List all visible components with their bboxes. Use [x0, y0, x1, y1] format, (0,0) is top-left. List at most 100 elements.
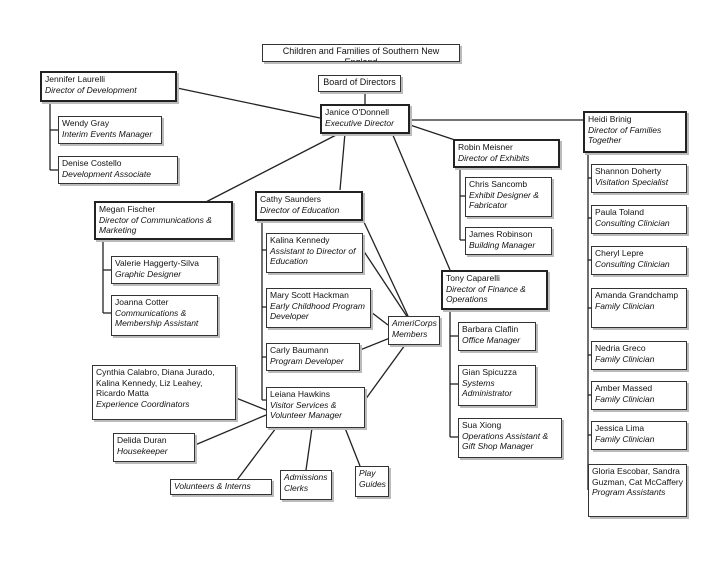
node-name: Cynthia Calabro, Diana Jurado, Kalina Ke…	[96, 367, 215, 398]
node-gray: Wendy Gray Interim Events Manager	[58, 116, 162, 144]
node-title: Visitation Specialist	[595, 176, 669, 187]
node-name: Chris Sancomb	[469, 179, 528, 189]
node-admissions: Admissions Clerks	[280, 470, 332, 500]
node-name: Delida Duran	[117, 435, 167, 445]
node-costello: Denise Costello Development Associate	[58, 156, 178, 184]
node-meisner: Robin Meisner Director of Exhibits	[453, 139, 560, 168]
node-duran: Delida Duran Housekeeper	[113, 433, 195, 462]
node-kennedy: Kalina Kennedy Assistant to Director of …	[266, 233, 363, 273]
node-name: Carly Baumann	[270, 345, 329, 355]
node-play: Play Guides	[355, 466, 389, 497]
node-title: Family Clinician	[595, 393, 655, 404]
node-brinig: Heidi Brinig Director of Families Togeth…	[583, 111, 687, 153]
node-title: AmeriCorps Members	[392, 318, 437, 339]
node-xiong: Sua Xiong Operations Assistant & Gift Sh…	[458, 418, 562, 458]
node-name: Leiana Hawkins	[270, 389, 331, 399]
node-sancomb: Chris Sancomb Exhibit Designer & Fabrica…	[465, 177, 552, 217]
node-title: Development Associate	[62, 168, 151, 179]
node-spicuzza: Gian Spicuzza Systems Administrator	[458, 365, 536, 406]
node-title: Experience Coordinators	[96, 398, 190, 409]
connector	[370, 311, 389, 326]
node-name: Paula Toland	[595, 207, 644, 217]
node-title: Systems Administrator	[462, 377, 513, 399]
node-name: Amber Massed	[595, 383, 653, 393]
node-name: Wendy Gray	[62, 118, 110, 128]
node-title: Family Clinician	[595, 300, 655, 311]
node-lepre: Cheryl Lepre Consulting Clinician	[591, 246, 687, 275]
node-odonnell: Janice O'Donnell Executive Director	[320, 104, 410, 134]
node-hawkins: Leiana Hawkins Visitor Services & Volunt…	[266, 387, 365, 428]
node-title: Building Manager	[469, 239, 536, 250]
node-coordinators: Cynthia Calabro, Diana Jurado, Kalina Ke…	[92, 365, 236, 420]
node-name: Cathy Saunders	[260, 194, 321, 204]
org-title: Children and Families of Southern New En…	[282, 46, 440, 62]
node-title: Director of Finance & Operations	[446, 283, 526, 305]
node-name: Barbara Claflin	[462, 324, 519, 334]
node-name: Jessica Lima	[595, 423, 645, 433]
connector	[362, 249, 409, 319]
node-name: Gian Spicuzza	[462, 367, 517, 377]
connector	[391, 132, 451, 271]
node-title: Program Assistants	[592, 487, 666, 497]
node-name: Robin Meisner	[458, 142, 513, 152]
node-toland: Paula Toland Consulting Clinician	[591, 205, 687, 234]
connector	[364, 344, 406, 401]
node-title: Director of Education	[260, 204, 340, 215]
node-title: Interim Events Manager	[62, 128, 153, 139]
node-name: Kalina Kennedy	[270, 235, 330, 245]
node-claflin: Barbara Claflin Office Manager	[458, 322, 536, 351]
node-assistants: Gloria Escobar, Sandra Guzman, Cat McCaf…	[588, 464, 687, 517]
node-name: Nedria Greco	[595, 343, 646, 353]
board-label: Board of Directors	[323, 77, 396, 87]
node-name: Gloria Escobar, Sandra Guzman, Cat McCaf…	[592, 466, 684, 487]
board-box: Board of Directors	[318, 75, 401, 92]
node-robinson: James Robinson Building Manager	[465, 227, 552, 255]
node-name: Tony Caparelli	[446, 273, 500, 283]
node-name: Janice O'Donnell	[325, 107, 389, 117]
node-title: Graphic Designer	[115, 268, 182, 279]
node-title: Assistant to Director of Education	[270, 245, 356, 267]
node-title: Director of Development	[45, 84, 137, 95]
node-name: Shannon Doherty	[595, 166, 662, 176]
node-title: Early Childhood Program Developer	[270, 300, 365, 322]
connector	[176, 87, 321, 119]
node-title: Communications & Membership Assistant	[115, 307, 199, 329]
connector	[409, 124, 456, 141]
node-greco: Nedria Greco Family Clinician	[591, 341, 687, 370]
node-doherty: Shannon Doherty Visitation Specialist	[591, 164, 687, 193]
node-name: Cheryl Lepre	[595, 248, 644, 258]
node-name: Denise Costello	[62, 158, 122, 168]
node-name: Amanda Grandchamp	[595, 290, 679, 300]
node-grandchamp: Amanda Grandchamp Family Clinician	[591, 288, 687, 328]
node-cotter: Joanna Cotter Communications & Membershi…	[111, 295, 218, 336]
node-title: Exhibit Designer & Fabricator	[469, 189, 539, 211]
org-title-box: Children and Families of Southern New En…	[262, 44, 460, 62]
node-laurelli: Jennifer Laurelli Director of Developmen…	[40, 71, 177, 102]
node-title: Play Guides	[359, 468, 386, 489]
connector	[362, 219, 409, 317]
node-name: Jennifer Laurelli	[45, 74, 106, 84]
connector	[344, 427, 361, 467]
node-title: Office Manager	[462, 334, 521, 345]
node-title: Admissions Clerks	[284, 472, 328, 493]
node-name: Valerie Haggerty-Silva	[115, 258, 199, 268]
node-title: Executive Director	[325, 117, 394, 128]
node-name: Joanna Cotter	[115, 297, 169, 307]
node-title: Director of Communications & Marketing	[99, 214, 212, 236]
node-massed: Amber Massed Family Clinician	[591, 381, 687, 410]
node-saunders: Cathy Saunders Director of Education	[255, 191, 363, 221]
node-americorps: AmeriCorps Members	[388, 316, 440, 345]
node-name: Sua Xiong	[462, 420, 502, 430]
node-title: Director of Families Together	[588, 124, 662, 146]
node-title: Volunteers & Interns	[174, 481, 251, 491]
connector	[236, 427, 277, 481]
connector	[354, 337, 391, 353]
node-lima: Jessica Lima Family Clinician	[591, 421, 687, 450]
node-hackman: Mary Scott Hackman Early Childhood Progr…	[266, 288, 371, 328]
node-title: Housekeeper	[117, 445, 168, 456]
node-caparelli: Tony Caparelli Director of Finance & Ope…	[441, 270, 548, 310]
node-name: Megan Fischer	[99, 204, 156, 214]
connector	[194, 414, 267, 446]
node-title: Visitor Services & Volunteer Manager	[270, 399, 342, 421]
